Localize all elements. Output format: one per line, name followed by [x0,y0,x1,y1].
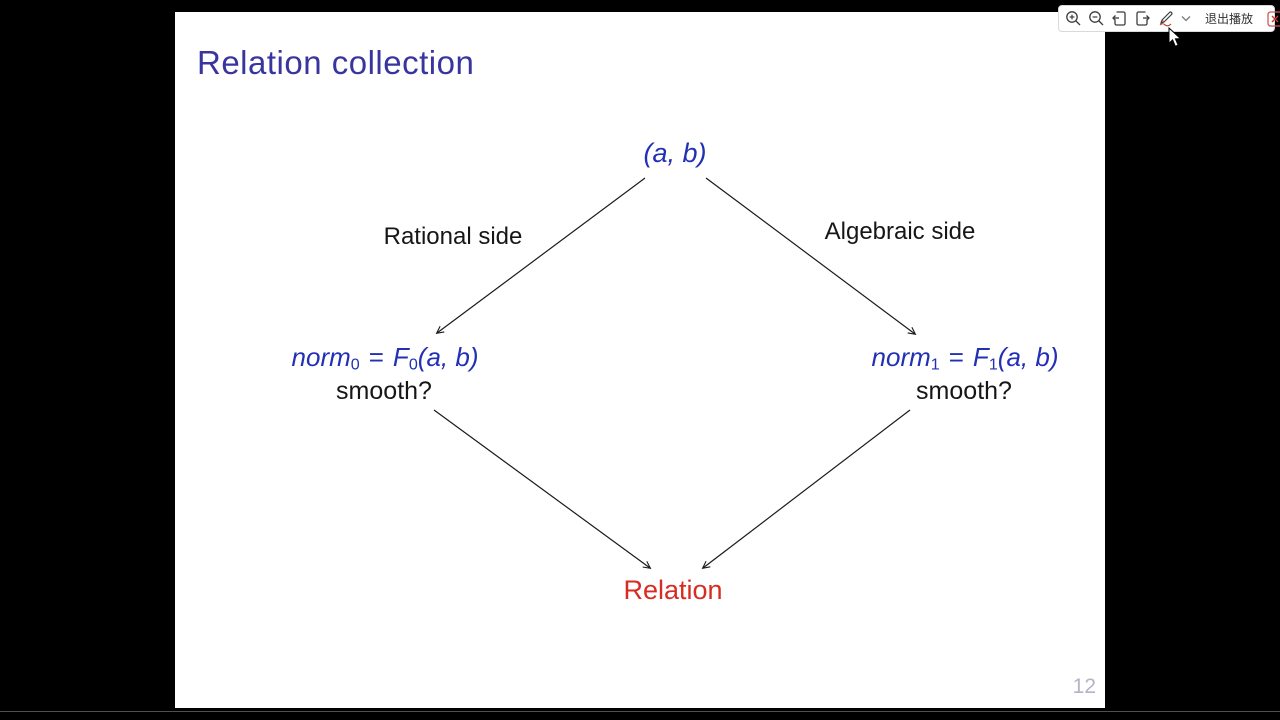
right-smooth-question: smooth? [916,377,1012,405]
left-fn: F [392,342,409,372]
left-args: (a, b) [417,342,479,372]
zoom-out-icon [1089,11,1104,26]
left-fn-sub: 0 [408,355,418,374]
page-prev-icon [1112,11,1126,26]
arrow-top-to-right [705,177,917,336]
diagram-top-node: (a, b) [643,138,707,168]
pen-options-dropdown[interactable] [1181,9,1191,29]
arrow-top-to-left [435,177,646,335]
left-norm-var: norm [291,342,351,372]
page-next-icon [1136,11,1150,26]
exit-playback-button[interactable]: 退出播放 [1205,12,1254,26]
left-smooth-question: smooth? [336,377,432,405]
right-equals: = [948,342,964,372]
slide-page-number: 12 [1072,675,1096,698]
diagram-arrows [433,177,917,570]
arrow-left-to-bottom [433,409,652,570]
pen-annotate-button[interactable] [1157,9,1175,29]
right-norm-var: norm [871,342,931,372]
diagram-right-node: norm1=F1(a, b) [872,342,1059,375]
right-args: (a, b) [997,342,1059,372]
close-icon [1267,10,1280,27]
right-norm-sub: 1 [930,355,940,374]
close-button[interactable] [1267,9,1280,29]
label-algebraic-side: Algebraic side [824,218,976,245]
zoom-in-icon [1066,11,1081,26]
chevron-down-icon [1181,16,1191,22]
presentation-slide: Relation collection (a, b) Rational side… [175,12,1105,708]
zoom-out-button[interactable] [1088,9,1105,29]
screen-bottom-divider [0,711,1280,712]
mouse-cursor [1168,27,1182,47]
arrow-right-to-bottom [701,409,911,570]
presentation-toolbar: 退出播放 [1058,5,1280,32]
left-equals: = [368,342,384,372]
slide-title: Relation collection [197,44,475,81]
left-norm-sub: 0 [350,355,360,374]
zoom-in-button[interactable] [1065,9,1082,29]
right-fn: F [972,342,989,372]
diagram-bottom-node: Relation [623,575,723,605]
diagram-left-node: norm0=F0(a, b) [292,342,479,375]
right-fn-sub: 1 [988,355,998,374]
label-rational-side: Rational side [383,223,523,250]
next-page-button[interactable] [1134,9,1151,29]
pen-annotate-icon [1159,11,1173,27]
previous-page-button[interactable] [1111,9,1128,29]
